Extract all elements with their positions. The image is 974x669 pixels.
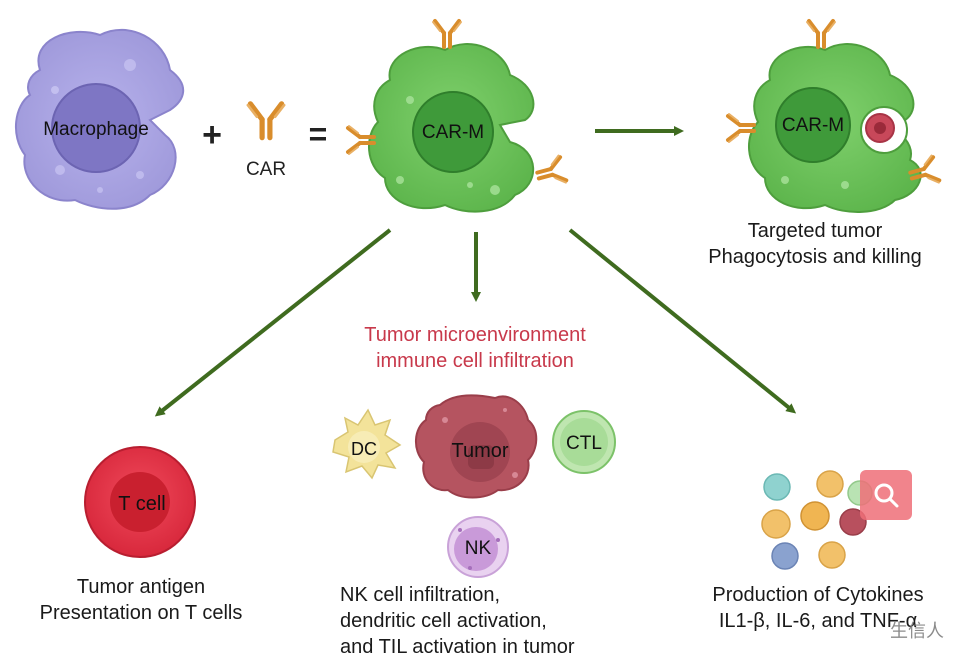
ctl-label: CTL [566, 433, 602, 454]
antibody-top-icon [431, 19, 463, 49]
caption-t-cell-line1: Tumor antigen [76, 576, 206, 598]
plus-sign: + [202, 116, 222, 154]
caption-t-cell: Tumor antigen Presentation on T cells [10, 574, 272, 626]
t-cell-label: T cell [118, 493, 165, 515]
t-cell [84, 446, 196, 558]
car-label: CAR [246, 159, 286, 180]
caption-nk-line2: dendritic cell activation, [340, 610, 547, 632]
tumor-label: Tumor [451, 440, 508, 462]
car-antibody-icon [248, 104, 284, 138]
arrow-to-t-cell [154, 228, 392, 417]
dc-cell [332, 408, 402, 480]
caption-microenvironment: Tumor microenvironment immune cell infil… [330, 322, 620, 374]
search-button[interactable] [860, 470, 912, 520]
nk-cell [447, 516, 509, 578]
caption-nk: NK cell infiltration, dendritic cell act… [340, 582, 630, 660]
arrow-to-cytokines [568, 228, 797, 414]
car-m-right-label: CAR-M [782, 115, 844, 136]
macrophage-cell [14, 29, 185, 210]
dc-label: DC [351, 439, 377, 459]
caption-cytokines: Production of Cytokines IL1-β, IL-6, and… [688, 582, 948, 634]
ctl-cell [552, 410, 616, 474]
cytokine-cluster [761, 470, 873, 570]
macrophage-label: Macrophage [43, 119, 149, 140]
caption-targeted: Targeted tumor Phagocytosis and killing [690, 218, 940, 270]
car-m-cell-right [747, 43, 922, 213]
car-m-center-label: CAR-M [422, 122, 484, 143]
tumor-cell [415, 394, 538, 499]
watermark: 生信人 [890, 621, 944, 641]
nk-label: NK [465, 538, 492, 559]
caption-cytokines-line2: IL1-β, IL-6, and TNF-α [718, 610, 918, 632]
arrows [154, 126, 797, 417]
search-icon [874, 483, 899, 508]
caption-nk-line3: and TIL activation in tumor [340, 636, 575, 658]
caption-t-cell-line2: Presentation on T cells [39, 602, 243, 624]
car-m-cell-center [367, 43, 535, 213]
caption-microenvironment-line2: immune cell infiltration [376, 350, 574, 372]
caption-targeted-line2: Phagocytosis and killing [708, 246, 922, 268]
caption-cytokines-line1: Production of Cytokines [712, 584, 924, 606]
antibody-right-top-icon [805, 19, 837, 49]
caption-microenvironment-line1: Tumor microenvironment [364, 324, 586, 346]
antibody-bottom-right-icon [532, 153, 569, 192]
caption-nk-line1: NK cell infiltration, [340, 584, 501, 606]
equals-sign: = [309, 116, 328, 152]
caption-targeted-line1: Targeted tumor [747, 220, 883, 242]
